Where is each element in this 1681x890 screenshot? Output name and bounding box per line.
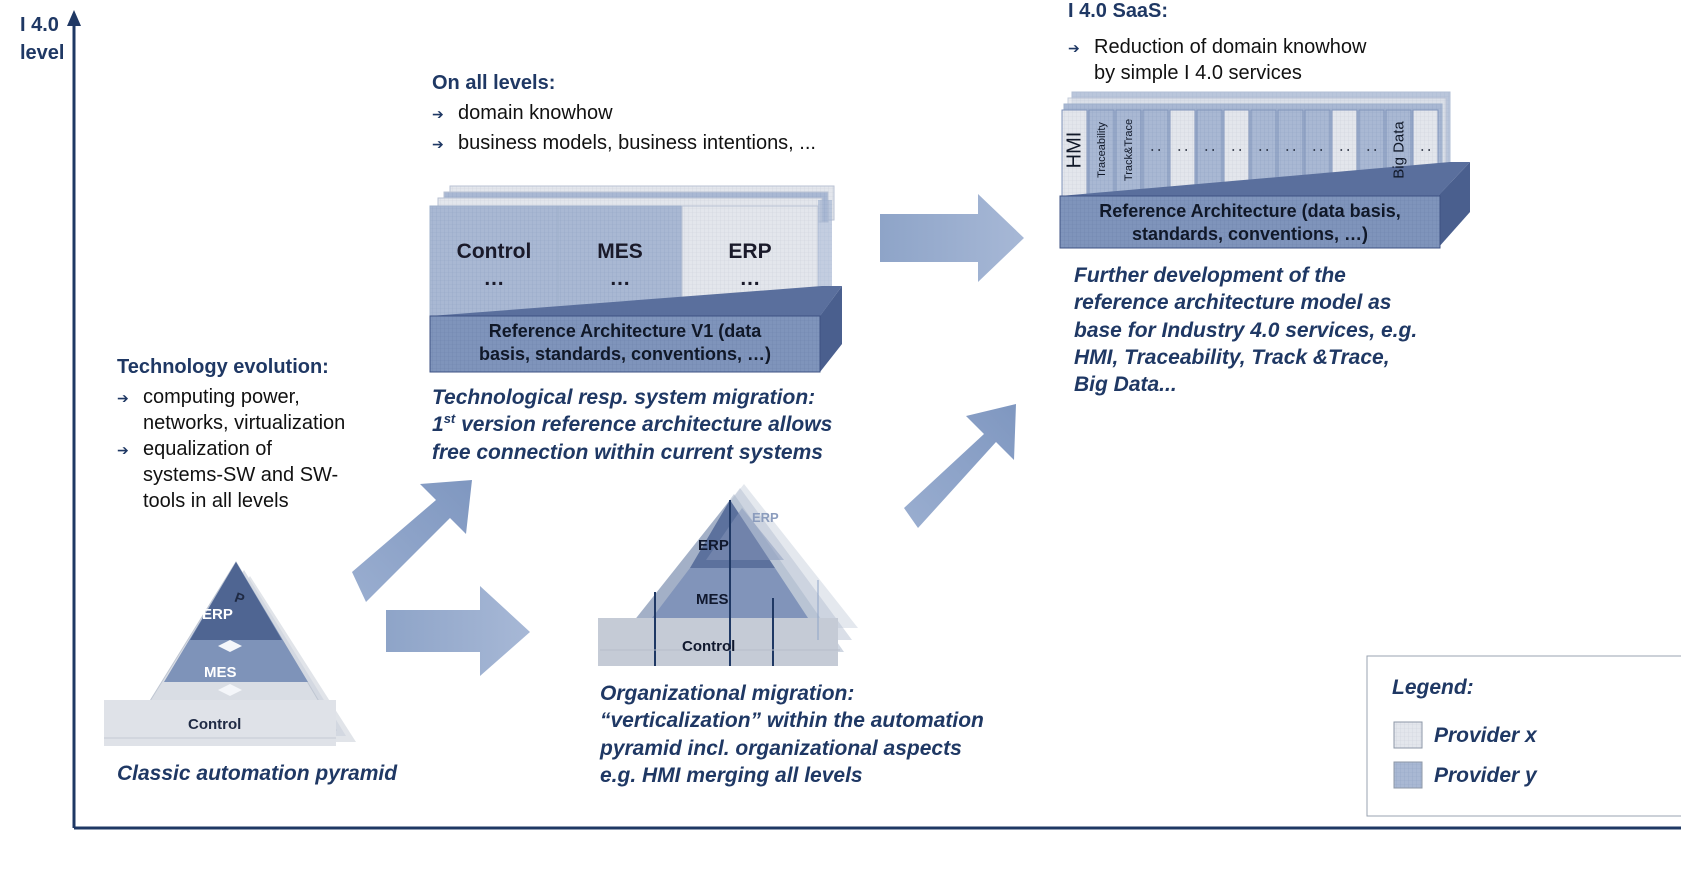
ra1-mes: MES <box>597 240 643 263</box>
org-caption-l4: e.g. HMI merging all levels <box>600 763 863 787</box>
tech-b2-l2: systems-SW and SW- <box>143 464 339 486</box>
axis-label-line2: level <box>20 42 65 64</box>
arrow-ra <box>880 194 1024 282</box>
ra2-col-dots: : <box>1362 147 1380 153</box>
arrow-bullet-icon: ➔ <box>117 442 129 458</box>
further-l3: base for Industry 4.0 services, e.g. <box>1074 318 1418 342</box>
ra1-control-cell: Control … <box>430 238 558 293</box>
ra2-col-dots: : <box>1416 147 1434 153</box>
arrow-tech <box>352 480 472 602</box>
legend-box <box>1366 655 1681 817</box>
vertical-pyramid <box>598 484 858 666</box>
arrow-bullet-icon: ➔ <box>432 106 444 122</box>
ra2-col-dots: : <box>1227 147 1245 153</box>
ra1-erp: ERP <box>728 240 772 263</box>
tech-caption-l2: 1st version reference architecture allow… <box>432 411 832 438</box>
ra2-column <box>1088 109 1115 197</box>
pyr2-erp: ERP <box>698 537 729 554</box>
tech-b1-l2: networks, virtualization <box>143 412 346 434</box>
ra2-base-l1: Reference Architecture (data basis, <box>1099 201 1401 221</box>
ra1-control: Control <box>456 240 532 263</box>
tech-bullets: ➔ computing power, networks, virtualizati… <box>117 384 345 514</box>
further-caption: Further development of the reference arc… <box>1074 262 1417 398</box>
ra2-base-l2: standards, conventions, …) <box>1131 224 1369 245</box>
tech-b2-l1: equalization of <box>143 438 272 460</box>
pyr1-caption: Classic automation pyramid <box>117 762 398 785</box>
ra2-col-track-trace: Track&Trace <box>1122 118 1135 182</box>
org-caption: Organizational migration: “verticalizati… <box>600 680 984 789</box>
legend-provider-y: Provider y <box>1434 764 1537 787</box>
axis-lines <box>67 10 1681 830</box>
further-l5: Big Data... <box>1074 373 1177 397</box>
ra2-col-dots: : <box>1173 147 1191 153</box>
classic-pyramid <box>104 561 356 746</box>
ra2-col-traceability: Traceability <box>1095 122 1108 178</box>
saas-b1-l1: Reduction of domain knowhow <box>1094 36 1367 58</box>
pyr1-mes: MES <box>204 664 237 681</box>
org-caption-l2: “verticalization” within the automation <box>600 709 984 733</box>
axis-label-line1: I 4.0 <box>20 14 59 36</box>
pyr1-erp: ERP <box>202 606 233 623</box>
ra2-column <box>1061 109 1088 197</box>
further-l4: HMI, Traceability, Track &Trace, <box>1074 345 1390 369</box>
ra2-block <box>1059 91 1470 249</box>
org-caption-l1: Organizational migration: <box>600 682 855 705</box>
pyr2-erp-ghost: ERP <box>752 510 779 525</box>
arrow-bullet-icon: ➔ <box>432 136 444 152</box>
ra2-col-dots: : <box>1281 147 1299 153</box>
ra2-col-hmi: HMI <box>1063 131 1085 169</box>
ra1-erp-dots: … <box>739 267 761 291</box>
levels-b1: domain knowhow <box>458 102 613 124</box>
ra2-col-dots: : <box>1254 147 1272 153</box>
tech-caption: Technological resp. system migration: 1s… <box>432 384 832 466</box>
ra1-mes-dots: … <box>609 267 631 291</box>
ra2-column <box>1196 109 1223 197</box>
ra1-base: Reference Architecture V1 (data basis, s… <box>430 320 820 367</box>
tech-heading: Technology evolution: <box>117 356 329 378</box>
ra2-column <box>1169 109 1196 197</box>
levels-heading: On all levels: <box>432 72 556 94</box>
saas-heading: I 4.0 SaaS: <box>1068 0 1169 22</box>
arrow-saas <box>904 404 1016 528</box>
ra2-col-dots: : <box>1308 147 1326 153</box>
legend-provider-x: Provider x <box>1434 724 1537 747</box>
pyr2-mes: MES <box>696 591 729 608</box>
tech-caption-l1: Technological resp. system migration: <box>432 386 816 409</box>
arrow-bullet-icon: ➔ <box>117 390 129 406</box>
ra1-block <box>429 185 842 373</box>
tech-b2-l3: tools in all levels <box>143 490 289 512</box>
saas-b1-l2: by simple I 4.0 services <box>1094 62 1302 84</box>
arrow-bullet-icon: ➔ <box>1068 40 1080 56</box>
ra2-column <box>1142 109 1169 197</box>
ra1-control-dots: … <box>483 267 505 291</box>
ra2-col-big-data: Big Data <box>1390 121 1407 179</box>
further-l1: Further development of the <box>1074 264 1346 287</box>
further-l2: reference architecture model as <box>1074 291 1392 315</box>
legend-title: Legend: <box>1392 676 1474 699</box>
ra2-col-dots: : <box>1146 147 1164 153</box>
levels-b2: business models, business intentions, ..… <box>458 132 816 154</box>
tech-caption-l2-sup: st <box>443 411 456 427</box>
tech-caption-l2-pre: 1 <box>432 413 444 437</box>
ra2-col-dots: : <box>1200 147 1218 153</box>
tech-caption-l2-post: version reference architecture allows <box>455 413 833 437</box>
tech-caption-l3: free connection within current systems <box>432 440 823 464</box>
pyr1-control: Control <box>188 716 242 733</box>
ra2-base: Reference Architecture (data basis, stan… <box>1060 200 1440 247</box>
ra1-base-l1: Reference Architecture V1 (data <box>488 321 762 341</box>
org-caption-l3: pyramid incl. organizational aspects <box>600 736 962 760</box>
ra2-col-dots: : <box>1335 147 1353 153</box>
ra2-column <box>1115 109 1142 197</box>
tech-b1-l1: computing power, <box>143 386 300 408</box>
ra1-mes-cell: MES … <box>558 238 682 293</box>
ra1-erp-cell: ERP … <box>682 238 818 293</box>
arrow-org <box>386 586 530 676</box>
pyr2-control: Control <box>682 638 736 655</box>
saas-bullets: ➔ Reduction of domain knowhow by simple I… <box>1068 34 1366 86</box>
levels-bullets: ➔ domain knowhow ➔ business models, busine… <box>432 100 816 156</box>
ra1-base-l2: basis, standards, conventions, …) <box>478 344 772 365</box>
